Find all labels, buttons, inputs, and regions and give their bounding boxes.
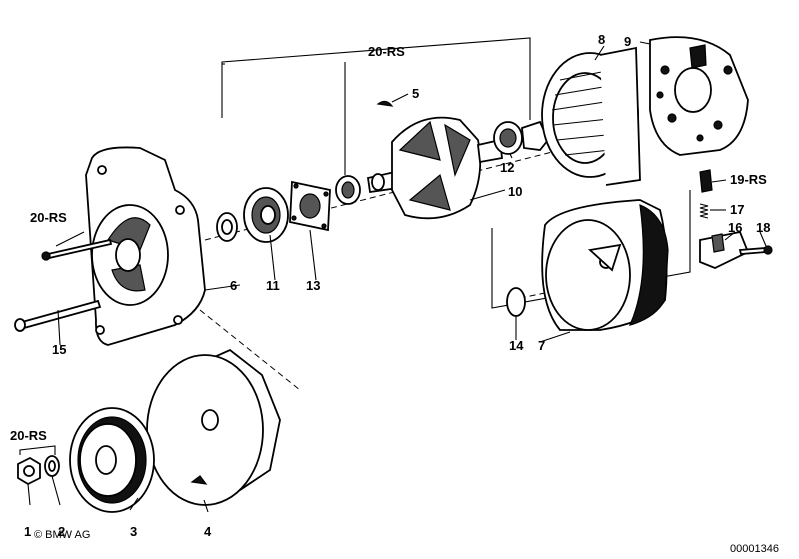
label-part-20-rs-top: 20-RS — [368, 44, 405, 59]
label-part-8: 8 — [598, 32, 605, 47]
part-4-fan — [146, 348, 281, 506]
part-spacer-ring — [216, 212, 238, 242]
label-part-4: 4 — [204, 524, 212, 539]
part-14-o-ring — [506, 287, 526, 317]
part-9-rectifier — [649, 36, 749, 156]
part-20-rs-screw — [41, 238, 113, 261]
part-11-bearing — [243, 187, 289, 243]
label-part-13: 13 — [306, 278, 320, 293]
label-part-19-rs: 19-RS — [730, 172, 767, 187]
label-part-2: 2 — [58, 524, 65, 539]
label-part-12: 12 — [500, 160, 514, 175]
label-part-6: 6 — [230, 278, 237, 293]
label-part-18: 18 — [756, 220, 770, 235]
part-18-screw — [738, 245, 773, 255]
group-bracket-20-rs-bottom — [19, 445, 56, 455]
group-bracket-20-rs-top — [221, 37, 531, 175]
part-10-rotor — [366, 116, 503, 220]
part-5-woodruff-key — [376, 100, 394, 107]
label-part-16: 16 — [728, 220, 742, 235]
label-part-3: 3 — [130, 524, 137, 539]
label-part-11: 11 — [266, 278, 280, 293]
label-part-5: 5 — [412, 86, 419, 101]
axis-line-fan — [199, 309, 301, 391]
label-part-15: 15 — [52, 342, 66, 357]
part-12-bearing — [493, 120, 550, 155]
label-part-14: 14 — [509, 338, 524, 353]
part-8-stator — [541, 46, 641, 186]
part-19-brush — [699, 169, 713, 193]
part-3-pulley — [69, 407, 155, 513]
label-part-9: 9 — [624, 34, 631, 49]
part-spacer-sleeve — [335, 175, 361, 205]
part-13-bearing-cover-plate — [289, 180, 331, 232]
label-part-17: 17 — [730, 202, 744, 217]
copyright-notice: © BMW AG — [34, 529, 90, 541]
label-part-1: 1 — [24, 524, 31, 539]
part-17-spring — [699, 203, 709, 219]
leader-lines — [27, 41, 767, 513]
part-7-slip-ring-end-housing — [541, 199, 669, 331]
part-15-long-bolt — [14, 299, 102, 332]
label-part-10: 10 — [508, 184, 522, 199]
part-1-nut — [17, 456, 41, 486]
label-part-7: 7 — [538, 338, 545, 353]
document-number: 00001346 — [730, 543, 779, 555]
label-part-20-rs-left: 20-RS — [30, 210, 67, 225]
label-part-20-rs-bottom: 20-RS — [10, 428, 47, 443]
part-2-washer — [44, 455, 60, 477]
part-6-drive-end-housing — [85, 146, 206, 346]
